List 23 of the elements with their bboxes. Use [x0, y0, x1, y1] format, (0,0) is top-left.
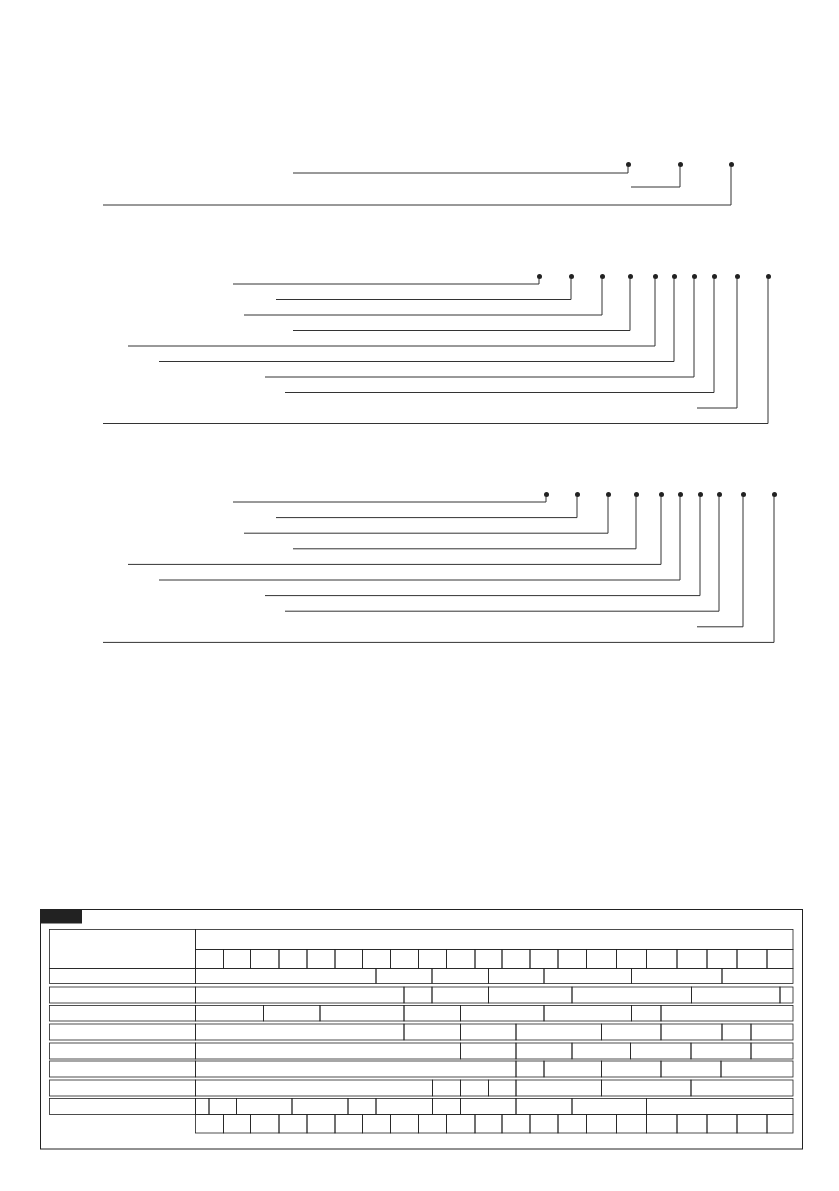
- leader-line: [243, 496, 609, 534]
- leader-line: [102, 496, 775, 643]
- leader-line: [127, 496, 662, 565]
- leader-line: [158, 278, 675, 362]
- leader-line: [127, 278, 656, 347]
- leader-line: [102, 166, 732, 206]
- leader-line: [284, 496, 720, 612]
- leader-line: [292, 166, 629, 174]
- leader-line: [284, 278, 715, 393]
- leader-line: [232, 496, 547, 503]
- leader-line: [630, 166, 681, 188]
- leader-line: [264, 496, 701, 597]
- leader-line: [696, 496, 744, 628]
- leader-line: [232, 278, 540, 285]
- leader-line: [102, 278, 769, 424]
- leader-line: [696, 278, 738, 409]
- leader-line: [292, 496, 637, 550]
- leader-line: [292, 278, 631, 331]
- leader-line: [158, 496, 681, 581]
- leader-line: [275, 278, 572, 300]
- leader-line: [243, 278, 603, 316]
- leader-line: [275, 496, 578, 519]
- leader-line: [264, 278, 695, 378]
